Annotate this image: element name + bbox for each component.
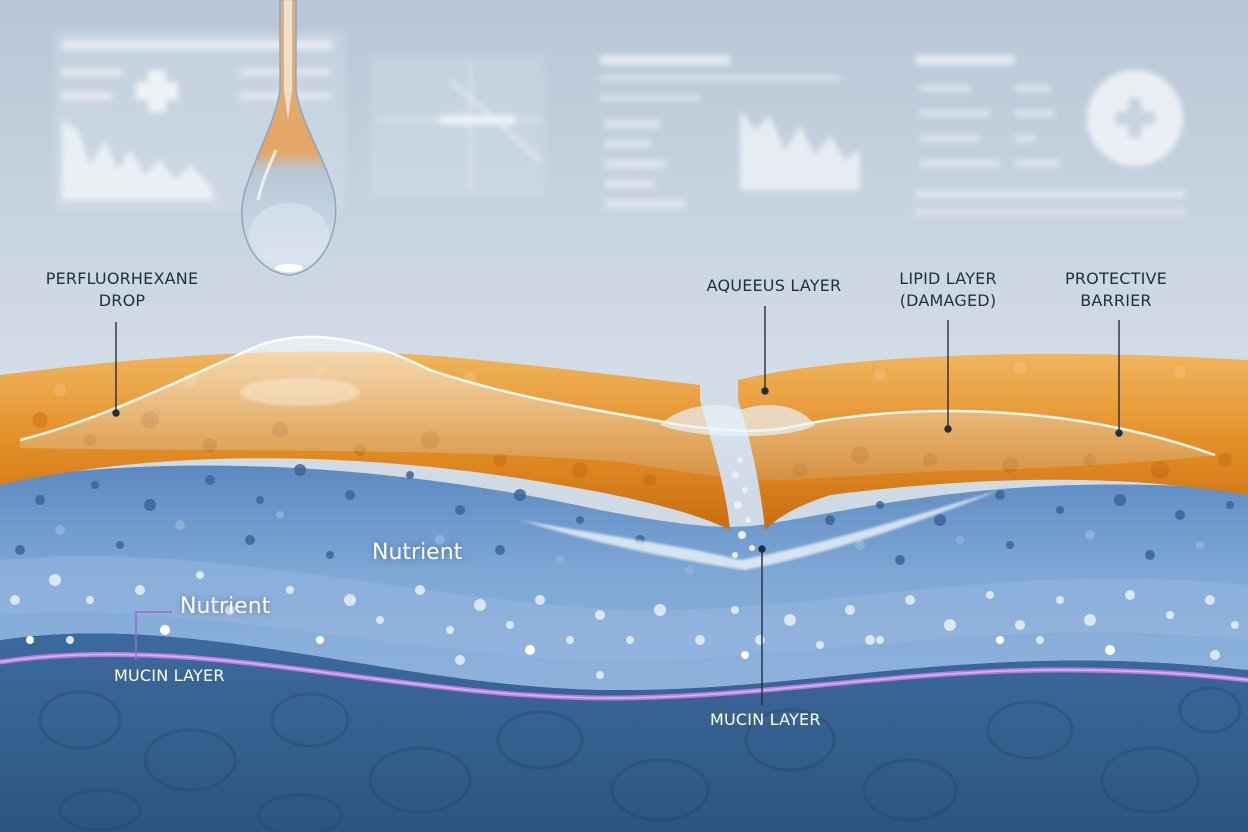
medical-cross-icon — [1115, 98, 1155, 138]
mucin-layer-label-left: MUCIN LAYER — [114, 666, 225, 685]
aqueous-band — [0, 555, 1248, 660]
mucin-left-leader — [135, 611, 172, 660]
flow-streak — [520, 490, 1000, 570]
perfluorhexane-drop-label: PERFLUORHEXANE DROP — [45, 269, 199, 310]
film-gap-bubble — [660, 405, 815, 437]
nutrient-label-upper: Nutrient — [372, 540, 463, 565]
epithelial-cell-layer — [0, 633, 1248, 832]
droplet-icon — [241, 0, 337, 276]
aqueous-layer-label: AQUEEUS LAYER — [706, 276, 842, 295]
medical-cross-icon — [136, 70, 178, 112]
cell-texture — [38, 686, 1242, 832]
protective-barrier-label: PROTECTIVE BARRIER — [1065, 269, 1167, 310]
lipid-layer-label: LIPID LAYER (DAMAGED) — [899, 269, 997, 310]
nutrient-label-lower: Nutrient — [180, 594, 271, 619]
mucin-layer-label-center: MUCIN LAYER — [710, 710, 821, 729]
leader-lines — [112, 306, 1123, 705]
bar-chart-icon — [62, 120, 215, 200]
perfluorhexane-film — [20, 336, 1215, 480]
